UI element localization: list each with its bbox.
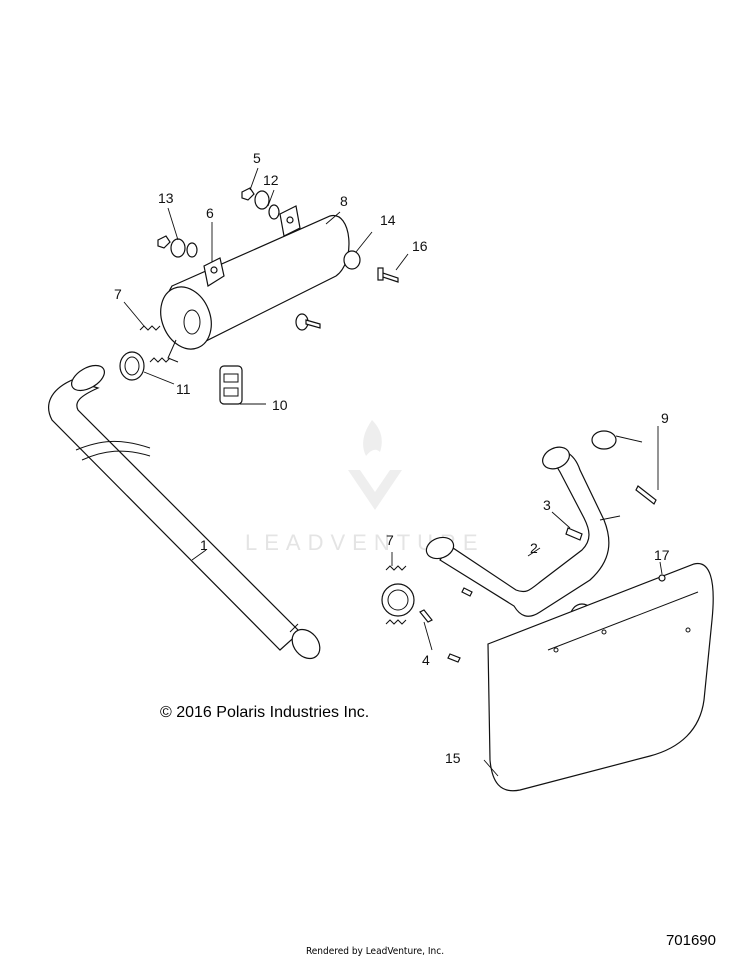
callout-7-lower: 7: [386, 532, 394, 548]
callout-9: 9: [661, 410, 669, 426]
callout-11: 11: [176, 381, 191, 397]
lower-gasket-inner: [387, 589, 409, 611]
callouts: 1 2 3 4 5 6 7 7 8 9 10 11 12 13 14 15 16…: [114, 150, 670, 766]
rendered-by-text: Rendered by LeadVenture, Inc.: [305, 946, 445, 957]
callout-13: 13: [158, 190, 174, 206]
figure-id: 701690: [665, 932, 716, 949]
callout-3: 3: [543, 497, 551, 513]
part-7-spring-upper[interactable]: [139, 325, 171, 363]
part-15-heat-shield[interactable]: [487, 562, 714, 792]
part-12-bracket-rear[interactable]: [279, 205, 301, 237]
muffler-bolt[interactable]: [295, 313, 321, 331]
part-7-spring-lower[interactable]: [385, 565, 407, 625]
part-11-gasket-inner: [124, 356, 140, 376]
part-8-muffler[interactable]: [152, 215, 350, 363]
part-4-bolts[interactable]: [419, 587, 473, 663]
part-14-washer[interactable]: [343, 250, 361, 270]
part-9-clamp-pin[interactable]: [591, 430, 657, 505]
watermark-logo-icon: [348, 420, 402, 510]
callout-2: 2: [530, 540, 538, 556]
part-17-screw[interactable]: [658, 574, 666, 582]
callout-10: 10: [272, 397, 288, 413]
part-6-bracket[interactable]: [203, 257, 225, 287]
callout-16: 16: [412, 238, 428, 254]
callout-14: 14: [380, 212, 396, 228]
callout-8: 8: [340, 193, 348, 209]
callout-5: 5: [253, 150, 261, 166]
part-16-bolt[interactable]: [377, 267, 399, 283]
copyright-text: © 2016 Polaris Industries Inc.: [160, 704, 370, 721]
leader-lines: [123, 167, 663, 777]
callout-12: 12: [263, 172, 279, 188]
callout-4: 4: [422, 652, 430, 668]
part-13-nut-washer[interactable]: [157, 235, 198, 258]
callout-1: 1: [200, 537, 208, 553]
part-10-rubber-mount[interactable]: [219, 365, 243, 405]
part-3-bolt[interactable]: [565, 527, 583, 541]
callout-17: 17: [654, 547, 670, 563]
part-5-nut-washer[interactable]: [241, 187, 280, 220]
callout-6: 6: [206, 205, 214, 221]
part-11-gasket[interactable]: [119, 351, 145, 381]
callout-15: 15: [445, 750, 461, 766]
part-1-exhaust-pipe[interactable]: [48, 360, 326, 664]
callout-7-upper: 7: [114, 286, 122, 302]
lower-gasket[interactable]: [381, 583, 415, 617]
